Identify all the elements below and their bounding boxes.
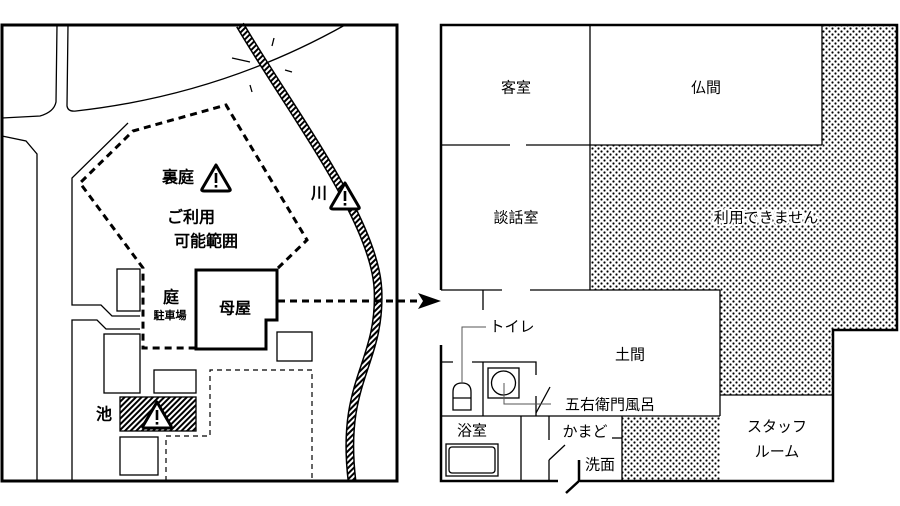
building (276, 331, 313, 362)
label-pond: 池 (96, 405, 112, 424)
door-swing (535, 386, 566, 461)
usable-area-boundary (78, 103, 309, 350)
room-staff-2: ルーム (755, 443, 800, 461)
room-bathroom: 浴室 (457, 422, 487, 440)
arrowhead-icon (418, 293, 441, 309)
label-main-house: 母屋 (219, 299, 251, 318)
main-house (194, 268, 279, 351)
site-map: 裏庭 川 ご利用 可能範囲 庭 駐車場 母屋 池 (0, 22, 399, 483)
unavailable-area (622, 416, 720, 480)
floor-plan: 客室 仏間 談話室 利用できません 土間 トイレ 五右衛門風呂 浴室 かまど 洗… (439, 23, 899, 494)
bathtub (445, 443, 499, 477)
warning-icon (200, 163, 232, 193)
toilet-fixture (452, 382, 472, 411)
entrance-door (565, 460, 581, 494)
lot-boundary (165, 369, 313, 481)
unavailable-label: 利用できません (714, 209, 819, 227)
building (103, 333, 141, 394)
road (71, 319, 140, 481)
road (66, 24, 346, 112)
unavailable-area (590, 25, 897, 395)
label-garden: 庭 (163, 288, 179, 307)
goemon-bath-label: 五右衛門風呂 (565, 396, 655, 414)
road (1, 24, 58, 119)
label-usable-area-1: ご利用 (167, 208, 215, 227)
kamado-label: かまど (562, 423, 607, 441)
map-frame (0, 23, 399, 483)
road (1, 135, 38, 481)
room-guest-room: 客室 (501, 79, 531, 97)
label-usable-area-2: 可能範囲 (174, 232, 238, 251)
road (71, 122, 140, 317)
room-doma: 土間 (615, 346, 645, 364)
room-washroom: 洗面 (585, 456, 615, 474)
label-backyard: 裏庭 (161, 168, 194, 187)
label-parking: 駐車場 (154, 308, 187, 322)
room-lounge: 談話室 (493, 209, 538, 227)
label-river: 川 (310, 184, 327, 203)
room-buddhist-room: 仏間 (691, 79, 721, 97)
interior-wall (441, 25, 823, 290)
outer-wall (439, 23, 899, 483)
river (236, 22, 383, 482)
warning-icon (329, 181, 361, 211)
building (116, 268, 141, 312)
building (119, 436, 159, 476)
room-staff-1: スタッフ (747, 418, 807, 436)
leader-line (461, 326, 551, 405)
room-toilet: トイレ (489, 318, 534, 336)
building (153, 369, 197, 394)
